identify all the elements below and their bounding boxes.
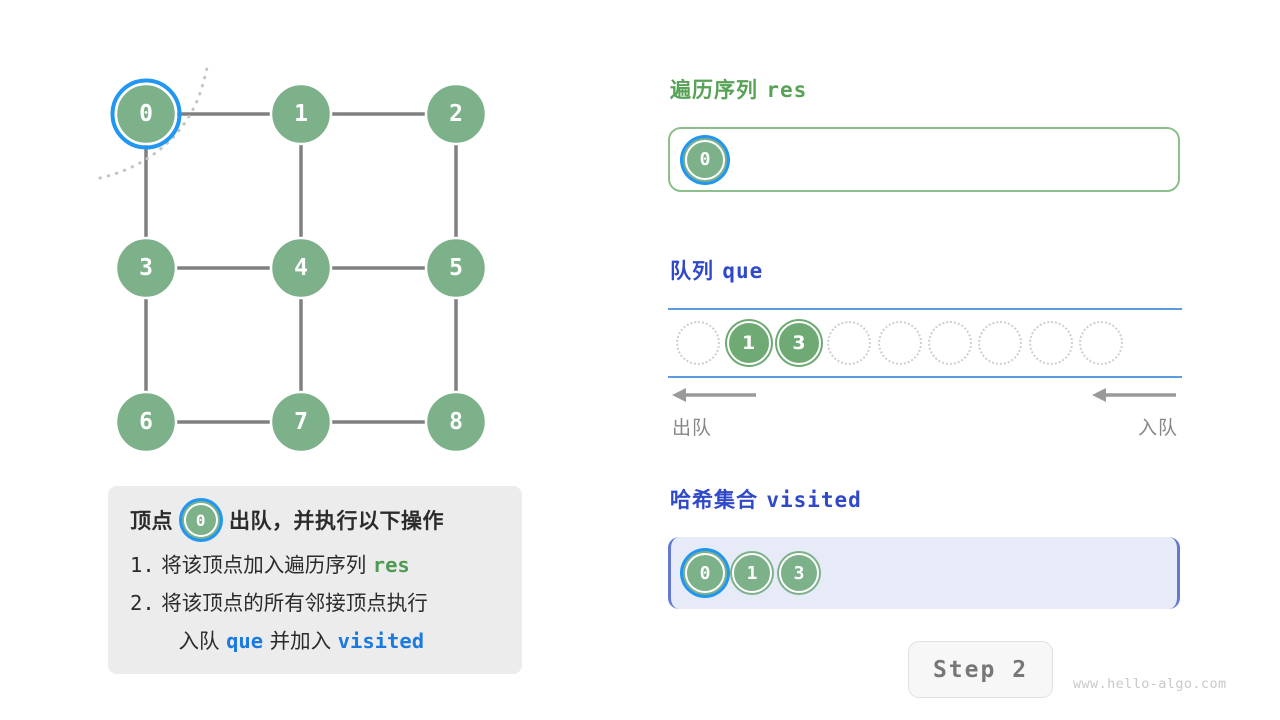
graph-node-4[interactable]: 4 xyxy=(269,236,333,300)
caption-heading: 顶点 0 出队，并执行以下操作 xyxy=(130,502,504,538)
caption-step-1-code: res xyxy=(372,553,410,577)
visited-section-title: 哈希集合 visited xyxy=(670,484,862,514)
caption-step-2-text: 将该顶点的所有邻接顶点执行 xyxy=(161,590,428,615)
queue-slot-empty-4 xyxy=(877,321,922,365)
caption-step-2-code-visited: visited xyxy=(337,628,425,653)
graph-node-label: 4 xyxy=(294,255,308,281)
res-title-code: res xyxy=(766,78,808,102)
caption-step-1-index: 1. xyxy=(130,553,155,577)
res-container: 0 xyxy=(668,127,1180,192)
res-section-title: 遍历序列 res xyxy=(670,74,807,104)
graph-node-label: 2 xyxy=(449,101,463,127)
res-title-cn: 遍历序列 xyxy=(670,78,758,102)
queue-slot-empty-8 xyxy=(1079,321,1124,365)
visited-title-cn: 哈希集合 xyxy=(670,488,758,512)
queue-slot-filled-1: 1 xyxy=(726,321,771,365)
graph-node-6[interactable]: 6 xyxy=(114,390,178,454)
graph-node-circle xyxy=(424,390,488,454)
visited-title-code: visited xyxy=(766,488,862,512)
graph-node-label: 5 xyxy=(449,255,463,281)
graph-node-0[interactable]: 0 xyxy=(110,78,182,150)
graph-node-3[interactable]: 3 xyxy=(114,236,178,300)
caption-step-2-line3-middle: 并加入 xyxy=(269,628,332,653)
queue-slot-empty-3 xyxy=(827,321,872,365)
graph-panel: 0 1 2 3 4 5 6 7 8 xyxy=(0,0,620,480)
queue-slot-empty-0 xyxy=(676,321,721,365)
dequeue-label: 出队 xyxy=(672,417,713,439)
graph-node-label: 6 xyxy=(139,409,153,435)
operation-caption-box: 顶点 0 出队，并执行以下操作 1. 将该顶点加入遍历序列 res 2. 将该顶… xyxy=(108,486,522,674)
graph-nodes: 0 1 2 3 4 5 6 7 8 xyxy=(110,78,488,454)
graph-node-circle xyxy=(114,82,178,146)
queue-slot-empty-5 xyxy=(928,321,973,365)
caption-step-1: 1. 将该顶点加入遍历序列 res xyxy=(130,547,504,585)
queue-title-cn: 队列 xyxy=(670,259,714,283)
node-chip-0: 0 xyxy=(685,553,725,593)
queue-slot-filled-2: 3 xyxy=(776,321,821,365)
graph-node-1[interactable]: 1 xyxy=(269,82,333,146)
graph-node-5[interactable]: 5 xyxy=(424,236,488,300)
graph-node-8[interactable]: 8 xyxy=(424,390,488,454)
enqueue-label: 入队 xyxy=(1137,417,1178,439)
graph-node-label: 0 xyxy=(139,101,153,127)
caption-step-2-index: 2. xyxy=(130,590,155,615)
graph-node-label: 3 xyxy=(139,255,153,281)
watermark: www.hello-algo.com xyxy=(1073,676,1227,692)
caption-head-prefix: 顶点 xyxy=(130,509,173,533)
caption-step-2-continued: 入队 que 并加入 visited xyxy=(130,623,504,661)
caption-step-2: 2. 将该顶点的所有邻接顶点执行 xyxy=(130,585,504,623)
graph-node-circle xyxy=(424,82,488,146)
caption-step-2-line3-prefix: 入队 xyxy=(178,628,220,653)
graph-node-7[interactable]: 7 xyxy=(269,390,333,454)
graph-node-label: 8 xyxy=(449,409,463,435)
graph-node-2[interactable]: 2 xyxy=(424,82,488,146)
queue-direction-arrows: 出队 入队 xyxy=(668,383,1182,443)
caption-vertex-node: 0 xyxy=(184,503,218,537)
graph-node-circle xyxy=(114,236,178,300)
caption-head-suffix: 出队，并执行以下操作 xyxy=(229,509,444,533)
graph-node-circle xyxy=(424,236,488,300)
node-chip-3: 3 xyxy=(779,553,819,593)
graph-edges xyxy=(144,112,458,424)
dequeue-arrow-icon xyxy=(672,388,756,402)
graph-node-circle xyxy=(269,390,333,454)
graph-node-circle xyxy=(114,390,178,454)
node-chip-1: 1 xyxy=(732,553,772,593)
graph-node-circle xyxy=(269,82,333,146)
queue-title-code: que xyxy=(722,259,764,283)
caption-step-1-text: 将该顶点加入遍历序列 xyxy=(161,553,367,577)
node-chip-0: 0 xyxy=(685,139,725,180)
queue-slot-empty-6 xyxy=(978,321,1023,365)
graph-node-label: 7 xyxy=(294,409,308,435)
graph-svg: 0 1 2 3 4 5 6 7 8 xyxy=(98,66,488,454)
queue-slot-empty-7 xyxy=(1028,321,1073,365)
enqueue-arrow-icon xyxy=(1092,388,1176,402)
graph-node-label: 1 xyxy=(294,101,308,127)
caption-step-2-code-que: que xyxy=(226,628,264,653)
graph-node-highlight-ring xyxy=(110,78,182,150)
step-badge: Step 2 xyxy=(908,641,1053,698)
cut-boundary-dotted-curve xyxy=(98,66,209,180)
caption-steps-list: 1. 将该顶点加入遍历序列 res 2. 将该顶点的所有邻接顶点执行 入队 qu… xyxy=(130,547,504,661)
queue-section-title: 队列 que xyxy=(670,255,763,285)
graph-node-circle xyxy=(269,236,333,300)
queue-arrows-svg xyxy=(672,388,1176,402)
